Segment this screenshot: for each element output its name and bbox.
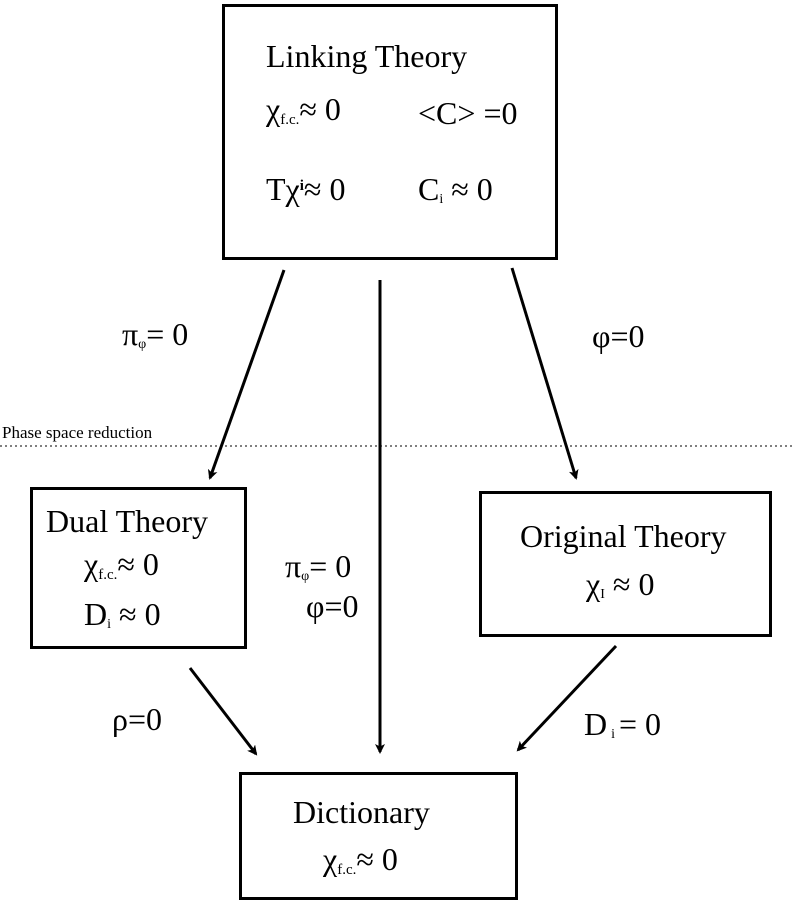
c-rhs: ≈ 0 — [443, 171, 493, 207]
c-subscript: i — [439, 192, 444, 207]
dual-theory-title: Dual Theory — [46, 503, 209, 539]
chi-subscript: I — [600, 587, 605, 602]
arrow-original-to-dictionary — [516, 644, 618, 752]
chi-symbol: χ — [586, 566, 601, 602]
d-symbol: D — [584, 706, 608, 742]
d-rhs: ≈ 0 — [111, 596, 161, 632]
label-phi-right: φ=0 — [592, 318, 645, 354]
approx-zero: ≈ 0 — [299, 91, 341, 127]
chi-symbol: χ — [84, 546, 99, 582]
pi-subscript: φ — [138, 337, 147, 352]
d-subscript: i — [107, 617, 111, 632]
chi-symbol: χ — [323, 841, 338, 877]
linking-t-chi-constraint: Tχi≈ 0 — [266, 173, 345, 205]
pi-rhs: = 0 — [309, 548, 352, 584]
t-chi-rhs: ≈ 0 — [303, 171, 346, 207]
approx-zero: ≈ 0 — [117, 546, 159, 582]
arrow-linking-to-original — [510, 267, 579, 480]
chi-subscript: f.c. — [280, 112, 300, 128]
d-symbol: D — [84, 596, 108, 632]
label-rho: ρ=0 — [112, 701, 163, 737]
label-pi-phi-middle: πφ= 0 — [285, 550, 351, 584]
linking-chi-constraint: χf.c.≈ 0 — [266, 93, 341, 128]
pi-symbol: π — [122, 316, 139, 352]
label-phi-middle: φ=0 — [306, 588, 359, 624]
original-theory-title: Original Theory — [520, 518, 727, 554]
c-symbol: C — [418, 171, 440, 207]
approx-zero: ≈ 0 — [356, 841, 398, 877]
linking-c-constraint: Ci ≈ 0 — [418, 173, 493, 207]
phase-space-reduction-label: Phase space reduction — [2, 423, 153, 442]
chi-subscript: f.c. — [337, 862, 357, 878]
chi-symbol: χ — [266, 91, 281, 127]
chi-subscript: f.c. — [98, 567, 118, 583]
linking-c-expectation: <C> =0 — [418, 95, 518, 131]
linking-theory-box — [222, 4, 558, 260]
arrow-dual-to-dictionary — [188, 667, 258, 756]
pi-symbol: π — [285, 548, 302, 584]
t-chi-symbol: Tχ — [266, 171, 300, 207]
dictionary-chi-constraint: χf.c.≈ 0 — [323, 843, 398, 878]
approx-zero: ≈ 0 — [604, 566, 655, 602]
dictionary-title: Dictionary — [293, 794, 430, 830]
label-pi-phi-left: πφ= 0 — [122, 318, 188, 352]
d-rhs: = 0 — [619, 706, 662, 742]
original-theory-box — [479, 491, 772, 637]
linking-theory-title: Linking Theory — [266, 38, 468, 74]
dual-theory-box — [30, 487, 247, 649]
d-subscript: i — [611, 727, 615, 742]
dictionary-box — [239, 772, 518, 900]
dual-d-constraint: Di ≈ 0 — [84, 598, 161, 632]
pi-rhs: = 0 — [146, 316, 189, 352]
pi-subscript: φ — [301, 569, 310, 584]
arrow-linking-to-dual — [207, 269, 286, 480]
dual-chi-constraint: χf.c.≈ 0 — [84, 548, 159, 583]
t-chi-superscript: i — [299, 178, 304, 194]
original-chi-constraint: χI ≈ 0 — [586, 568, 654, 602]
